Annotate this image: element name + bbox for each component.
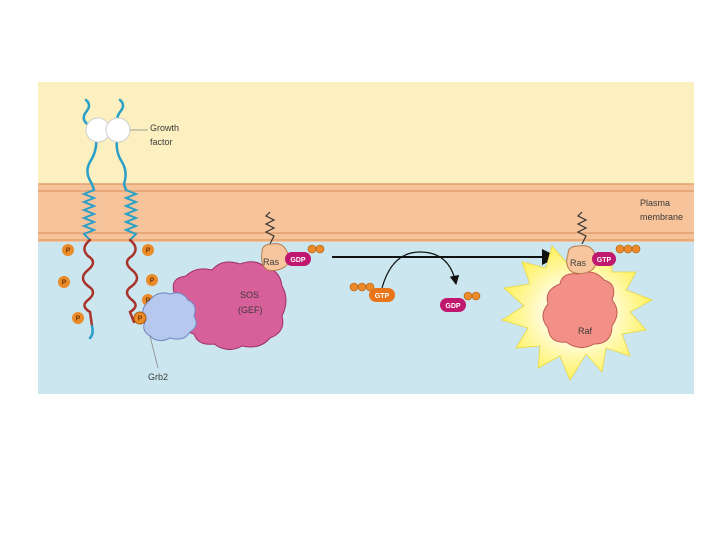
phosphate-group: P xyxy=(133,311,147,325)
svg-text:P: P xyxy=(62,280,67,287)
raf-label: Raf xyxy=(578,326,593,336)
phosphate-group: P xyxy=(142,244,154,256)
grb2-label: Grb2 xyxy=(148,372,168,382)
gtp-free-badge: GTP xyxy=(369,288,395,302)
svg-text:P: P xyxy=(146,248,151,255)
svg-text:P: P xyxy=(66,248,71,255)
svg-text:GTP: GTP xyxy=(597,257,612,264)
receptor-dimer xyxy=(81,98,139,340)
svg-text:GDP: GDP xyxy=(445,303,461,310)
growth-factor-label-1: Growth xyxy=(150,123,179,133)
grb2-adaptor xyxy=(142,292,197,342)
phosphate-group: P xyxy=(72,312,84,324)
sos-protein xyxy=(172,261,287,350)
svg-text:GTP: GTP xyxy=(375,293,390,300)
plasma-membrane-label-1: Plasma xyxy=(640,198,670,208)
sos-label-1: SOS xyxy=(240,290,259,300)
gdp-bound-badge: GDP xyxy=(285,252,311,266)
svg-text:GDP: GDP xyxy=(290,257,306,264)
svg-text:P: P xyxy=(150,278,155,285)
ras-label-left: Ras xyxy=(263,257,280,267)
raf-protein xyxy=(542,271,618,348)
phosphate-group: P xyxy=(62,244,74,256)
nucleotide-exchange-arrow xyxy=(381,251,460,289)
phosphate-group: P xyxy=(58,276,70,288)
gdp-free-badge: GDP xyxy=(440,298,466,312)
growth-factor xyxy=(85,117,131,143)
svg-text:P: P xyxy=(76,316,81,323)
sos-label-2: (GEF) xyxy=(238,305,263,315)
extracellular-space xyxy=(38,82,694,190)
growth-factor-label-2: factor xyxy=(150,137,173,147)
plasma-membrane-label-2: membrane xyxy=(640,212,683,222)
gtp-bound-badge: GTP xyxy=(592,252,616,266)
phosphate-group: P xyxy=(146,274,158,286)
ras-label-right: Ras xyxy=(570,258,587,268)
svg-text:P: P xyxy=(138,316,143,323)
